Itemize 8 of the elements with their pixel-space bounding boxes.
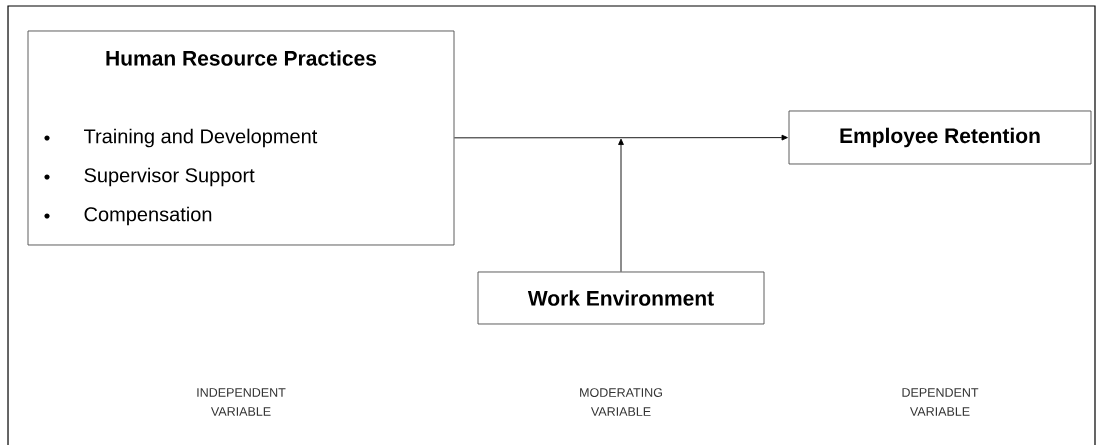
arrow <box>454 134 788 141</box>
list-box: Human Resource Practices Training and Development Supervisor Support Compensation <box>27 30 455 246</box>
axis-label: INDEPENDENT VARIABLE <box>197 388 286 416</box>
axis-label: MODERATING VARIABLE <box>580 388 662 416</box>
arrow <box>618 138 624 272</box>
axis-label: DEPENDENT VARIABLE <box>902 388 979 416</box>
variable-box: Employee Retention <box>788 110 1092 165</box>
variable-box: Work Environment <box>477 271 765 325</box>
